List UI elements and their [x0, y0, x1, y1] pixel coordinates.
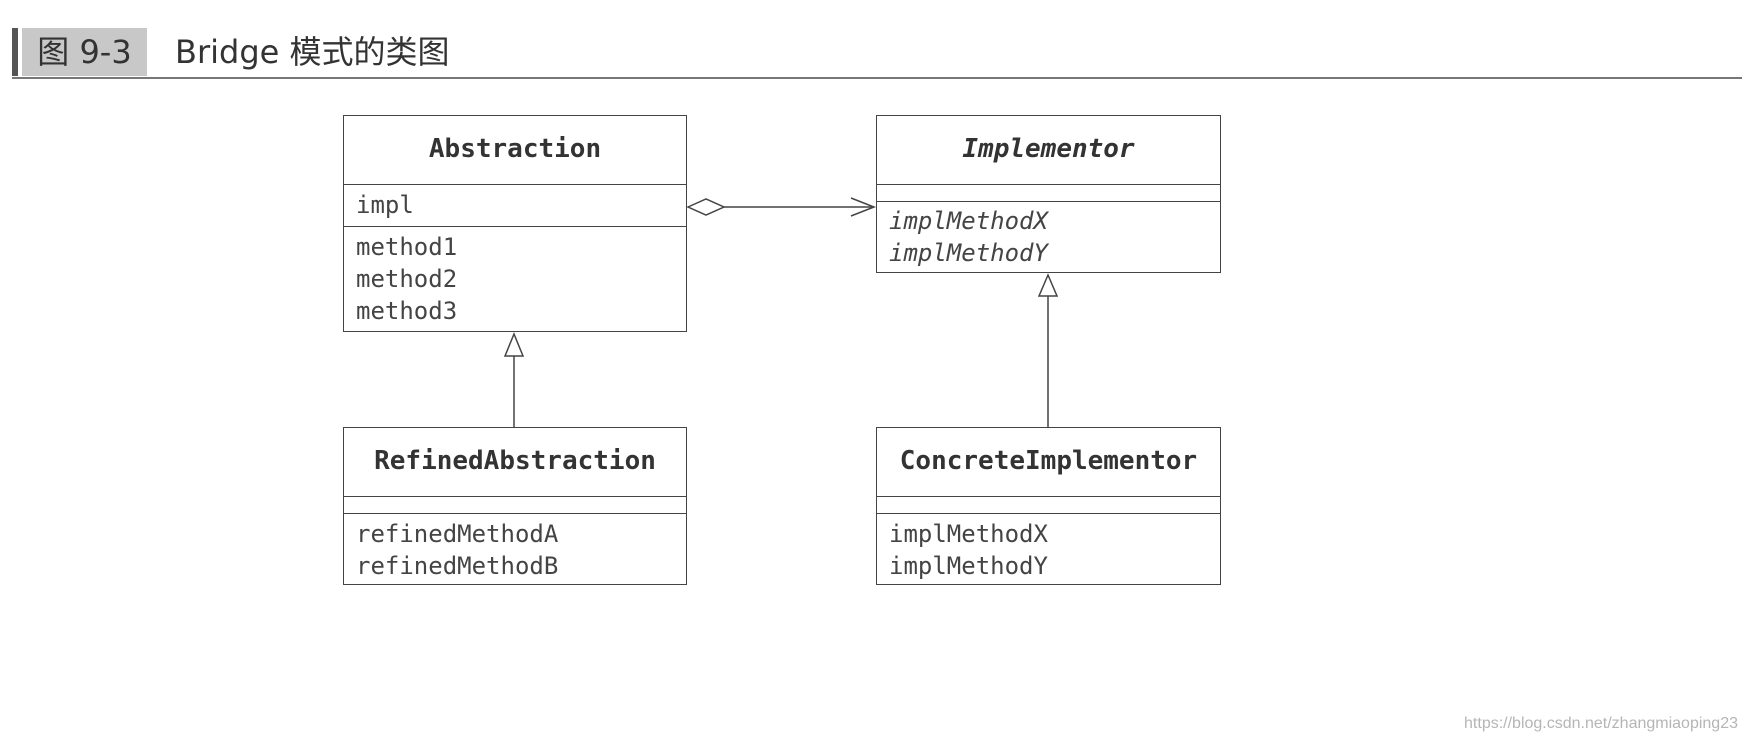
- method-item: method2: [356, 265, 458, 293]
- class-abstraction: Abstraction impl method1 method2 method3: [343, 115, 687, 332]
- class-name: Implementor: [877, 116, 1220, 185]
- header-divider: [12, 77, 1742, 79]
- inheritance-connector-abstraction: [503, 332, 525, 427]
- class-methods: refinedMethodA refinedMethodB: [344, 514, 686, 582]
- class-name: RefinedAbstraction: [344, 428, 686, 497]
- method-item: implMethodY: [889, 239, 1048, 267]
- method-item: implMethodY: [889, 552, 1048, 580]
- watermark: https://blog.csdn.net/zhangmiaoping23: [1464, 715, 1738, 732]
- method-item: refinedMethodA: [356, 520, 559, 548]
- open-arrowhead-icon: [850, 197, 877, 217]
- method-item: method3: [356, 297, 458, 325]
- class-methods: implMethodX implMethodY: [877, 202, 1220, 269]
- class-name: ConcreteImplementor: [877, 428, 1220, 497]
- class-implementor: Implementor implMethodX implMethodY: [876, 115, 1221, 273]
- method-item: implMethodX: [889, 207, 1048, 235]
- hollow-triangle-icon: [1037, 273, 1059, 297]
- class-methods: implMethodX implMethodY: [877, 514, 1220, 582]
- aggregation-connector: [686, 197, 877, 217]
- class-methods: method1 method2 method3: [344, 227, 686, 327]
- class-name: Abstraction: [344, 116, 686, 185]
- figure-title: Bridge 模式的类图: [175, 33, 450, 71]
- figure-label: 图 9-3: [22, 28, 147, 76]
- class-fields: [877, 185, 1220, 202]
- class-refined-abstraction: RefinedAbstraction refinedMethodA refine…: [343, 427, 687, 585]
- class-fields: impl: [344, 185, 686, 227]
- method-item: method1: [356, 233, 458, 261]
- inheritance-connector-implementor: [1037, 273, 1059, 427]
- class-concrete-implementor: ConcreteImplementor implMethodX implMeth…: [876, 427, 1221, 585]
- method-item: implMethodX: [889, 520, 1048, 548]
- method-item: refinedMethodB: [356, 552, 559, 580]
- header-accent-bar: [12, 28, 18, 76]
- field-item: impl: [356, 191, 414, 219]
- hollow-triangle-icon: [503, 332, 525, 357]
- aggregation-diamond-icon: [686, 198, 726, 216]
- class-fields: [344, 497, 686, 514]
- class-fields: [877, 497, 1220, 514]
